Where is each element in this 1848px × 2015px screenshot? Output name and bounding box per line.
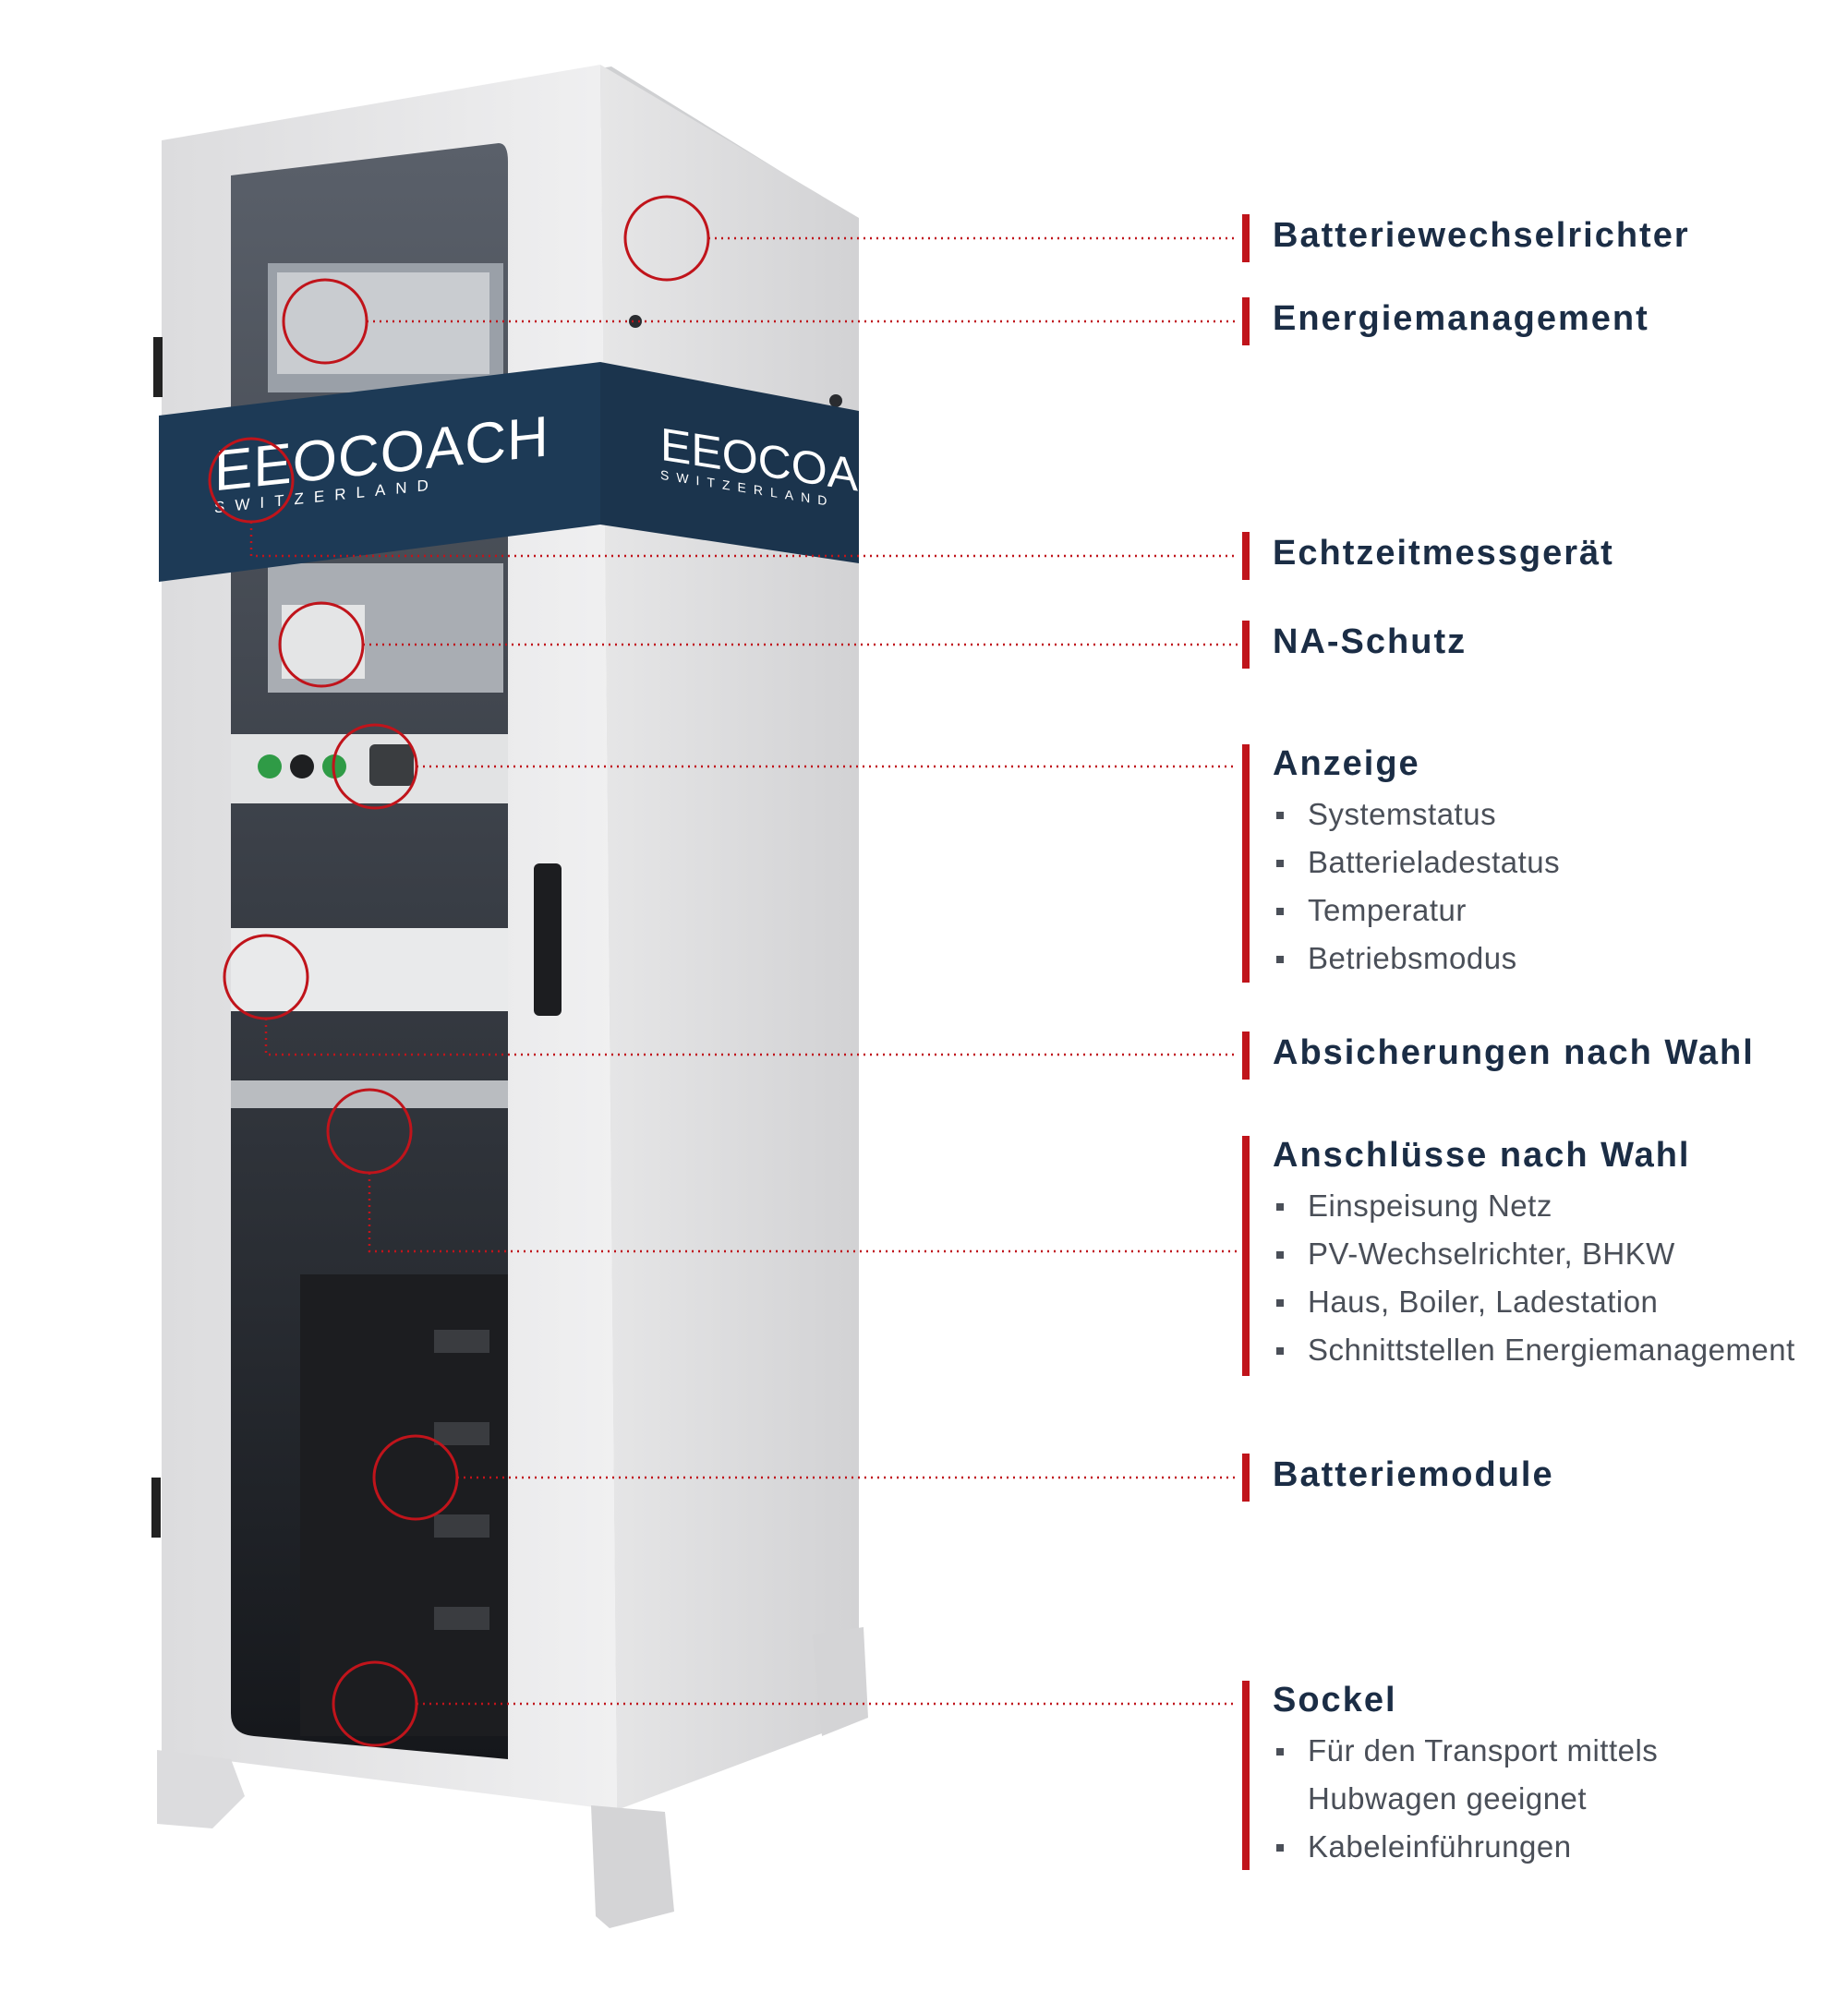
label-sockel: Sockel Für den Transport mittels Hubwage… [1242, 1681, 1833, 1870]
label-item: Betriebsmodus [1273, 935, 1560, 983]
label-title: Anzeige [1273, 744, 1420, 783]
label-title: Sockel [1273, 1681, 1397, 1719]
label-na-schutz: NA-Schutz [1242, 621, 1833, 669]
label-title: Echtzeitmessgerät [1273, 534, 1614, 573]
label-title: Energiemanagement [1273, 299, 1649, 338]
brand-band-front [159, 362, 600, 582]
accent-bar [1242, 1136, 1250, 1376]
label-item: Haus, Boiler, Ladestation [1273, 1278, 1795, 1326]
accent-bar [1242, 621, 1250, 669]
accent-bar [1242, 744, 1250, 983]
label-item: Einspeisung Netz [1273, 1182, 1795, 1230]
cabinet-foot [157, 1750, 245, 1828]
label-items: Einspeisung Netz PV-Wechselrichter, BHKW… [1273, 1182, 1795, 1374]
label-anzeige: Anzeige Systemstatus Batterieladestatus … [1242, 744, 1833, 983]
label-title: Batteriewechselrichter [1273, 216, 1690, 255]
door-handle [534, 863, 562, 1016]
label-energiemanagement: Energiemanagement [1242, 297, 1833, 345]
cabinet-foot [591, 1805, 674, 1928]
callout-energiemanagement [282, 278, 1238, 365]
callout-batteriemodule [372, 1434, 1238, 1521]
callout-batteriewechselrichter [623, 195, 1238, 282]
label-item: Kabeleinführungen [1273, 1823, 1658, 1871]
label-item: Batterieladestatus [1273, 839, 1560, 887]
accent-bar [1242, 214, 1250, 262]
accent-bar [1242, 297, 1250, 345]
label-title: Anschlüsse nach Wahl [1273, 1136, 1691, 1175]
callout-echtzeitmessgeraet [208, 437, 1238, 558]
label-anschluesse: Anschlüsse nach Wahl Einspeisung Netz PV… [1242, 1136, 1833, 1376]
label-batteriemodule: Batteriemodule [1242, 1454, 1833, 1502]
label-echtzeitmessgeraet: Echtzeitmessgerät [1242, 532, 1833, 580]
callout-anzeige [332, 723, 1238, 810]
label-item: Schnittstellen Energiemanagement [1273, 1326, 1795, 1374]
cabinet-foot [813, 1627, 868, 1736]
label-title: Batteriemodule [1273, 1455, 1554, 1494]
accent-bar [1242, 532, 1250, 580]
callout-anschluesse [326, 1088, 1238, 1253]
label-item: Hubwagen geeignet [1308, 1781, 1588, 1816]
label-absicherungen: Absicherungen nach Wahl [1242, 1032, 1833, 1080]
label-title: NA-Schutz [1273, 622, 1468, 661]
callout-sockel [332, 1660, 1238, 1747]
accent-bar [1242, 1681, 1250, 1870]
label-items: Systemstatus Batterieladestatus Temperat… [1273, 790, 1560, 983]
callout-absicherungen [223, 934, 1238, 1056]
label-item: Temperatur [1273, 887, 1560, 935]
label-item: PV-Wechselrichter, BHKW [1273, 1230, 1795, 1278]
label-items: Für den Transport mittels Hubwagen geeig… [1273, 1727, 1658, 1871]
label-title: Absicherungen nach Wahl [1273, 1033, 1755, 1072]
label-item: Für den Transport mittels [1273, 1727, 1658, 1775]
callout-na-schutz [278, 601, 1238, 688]
accent-bar [1242, 1454, 1250, 1502]
label-item: Systemstatus [1273, 790, 1560, 839]
brand-band-side [600, 362, 859, 563]
label-batteriewechselrichter: Batteriewechselrichter [1242, 214, 1833, 262]
accent-bar [1242, 1032, 1250, 1080]
